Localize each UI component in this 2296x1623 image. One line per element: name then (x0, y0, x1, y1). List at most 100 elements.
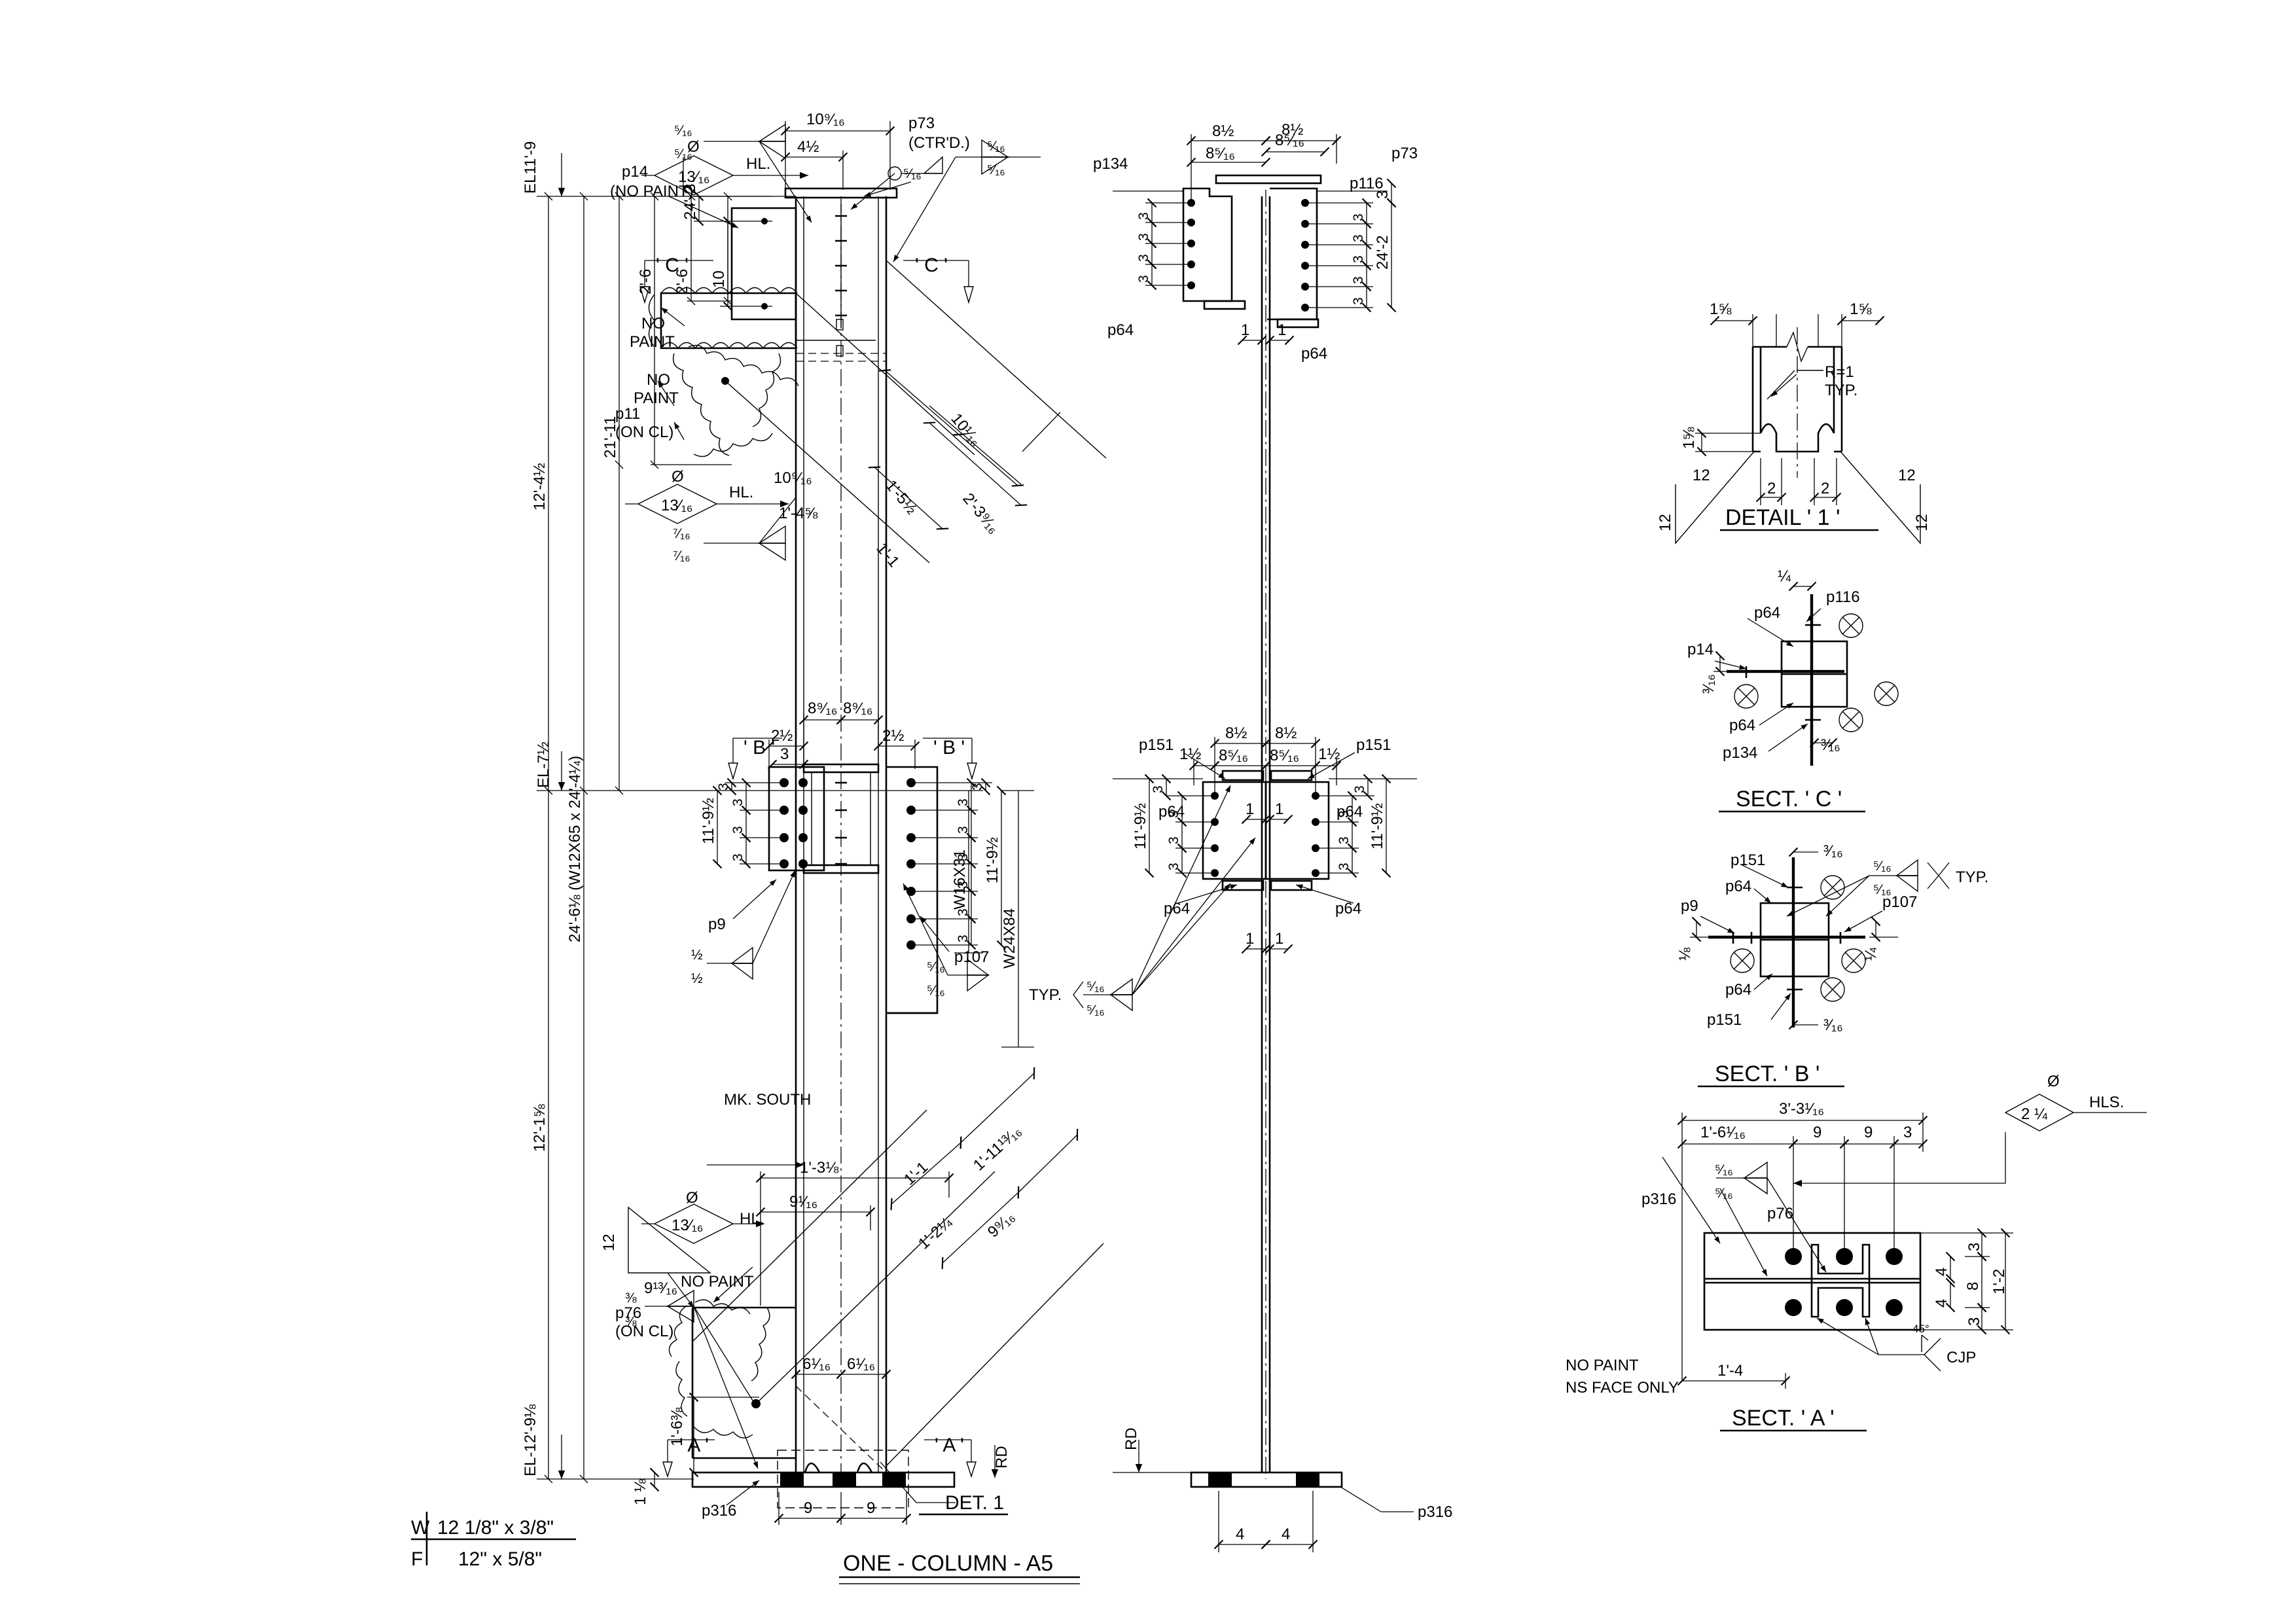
side-mid-p151-l: p151 (1139, 736, 1174, 754)
base-plate-p316 (691, 1450, 956, 1508)
side-dim-4-l: 4 (1236, 1525, 1244, 1543)
d1-slope-12-l-h: 12 (1693, 467, 1710, 484)
detail-1-title: DETAIL ' 1 ' (1725, 505, 1840, 530)
flange-key: F (411, 1548, 423, 1570)
side-mid-3-r0: 3 (1352, 785, 1367, 793)
weld-symbol-3-8 (645, 1289, 759, 1469)
weld-a-bot-size: ⁵⁄₁₆ (674, 147, 692, 162)
sc-part-p64-t: p64 (1754, 604, 1780, 622)
hole-type-mid: HL. (729, 484, 753, 501)
side-mid-3-r2: 3 (1336, 836, 1352, 844)
side-mid-3-l1: 3 (1166, 810, 1181, 818)
brace-plate-p11 (648, 287, 886, 457)
weld-7-16-bot: ⁷⁄₁₆ (673, 548, 691, 563)
dim-3-top: 3 (681, 184, 699, 192)
hole-dia-sym-mid: Ø (672, 468, 684, 486)
main-elevation-view (537, 121, 1107, 1525)
sect-mark-b-right: ' B ' (933, 737, 965, 758)
slope-triangle-bottom (628, 1206, 711, 1274)
side-mid-1-1-2-l: 1½ (1179, 745, 1201, 763)
side-mid-8-1-2-r: 8½ (1275, 724, 1297, 742)
mid-3-r2: 3 (956, 826, 971, 834)
sa-dim-1-6-1-16: 1'-6¹⁄₁₆ (1700, 1124, 1746, 1141)
sc-part-p64-b: p64 (1729, 717, 1755, 734)
part-p76-label: p76 (615, 1304, 641, 1322)
diag-1-1-lower: 1'-1 (901, 1158, 931, 1188)
weld-7-16-top: ⁷⁄₁₆ (673, 526, 691, 541)
elevation-top-label: EL11'-9 (522, 141, 539, 194)
weld-symbol-top-right (893, 139, 1041, 262)
sect-a-dims (1662, 1094, 2147, 1389)
mid-3-l0: 3 (716, 783, 731, 791)
side-base-plate (1113, 1440, 1414, 1552)
side-weld-bot: ⁵⁄₁₆ (1086, 1003, 1105, 1018)
side-dim-24-2: 24'-2 (1374, 235, 1391, 270)
sb-dim-1-8: ⅛ (1676, 947, 1694, 961)
weld-symbol-field (850, 156, 943, 210)
side-mid-p64-tl: p64 (1158, 803, 1185, 821)
sa-hole-dia-sym: Ø (2047, 1073, 2060, 1090)
side-dim-8-5-16-r: 8⁵⁄₁₆ (1275, 132, 1304, 149)
hole-type-top: HL. (746, 155, 770, 173)
mid-3-r4: 3 (956, 881, 971, 889)
sa-dim-3: 3 (1903, 1124, 1912, 1141)
sb-weld-top: ⁵⁄₁₆ (1873, 859, 1892, 874)
mid-3-l1: 3 (730, 798, 745, 806)
weld-3-8-bot: ⅜ (625, 1314, 637, 1329)
part-p9-label: p9 (708, 916, 726, 933)
sa-part-p316: p316 (1641, 1190, 1676, 1208)
weld-1-2-bot: ½ (691, 971, 703, 986)
weld-1-2-top: ½ (691, 948, 703, 963)
weld-symbol-1-2 (707, 870, 796, 980)
mid-elev-right: 11'-9½ (984, 837, 1001, 883)
hole-dia-sym-top: Ø (687, 138, 700, 156)
side-dim-1-r: 1 (1278, 321, 1286, 339)
side-sp-l4: 3 (1136, 275, 1151, 283)
side-mid-1-ll: 1 (1246, 930, 1254, 948)
sect-a-title: SECT. ' A ' (1732, 1406, 1835, 1431)
sa-edge-3-b: 3 (1965, 1317, 1983, 1326)
cap-plate-p73 (784, 187, 898, 199)
sa-edge-4-b: 4 (1933, 1299, 1950, 1308)
side-dim-8-5-16-l: 8⁵⁄₁₆ (1206, 145, 1235, 162)
side-dim-4-r: 4 (1282, 1525, 1290, 1543)
sb-part-p151-b: p151 (1707, 1011, 1742, 1029)
rd-mark-main: RD (993, 1446, 1011, 1469)
weld-b-top-size: ⁵⁄₁₆ (987, 139, 1005, 154)
dim-21-11: 21'-11 (601, 416, 619, 458)
dim-lower-run: 12'-1⅝ (531, 1103, 548, 1152)
d1-dim-2-r: 2 (1821, 480, 1829, 497)
weld-b-bot-size: ⁵⁄₁₆ (987, 162, 1005, 177)
sa-hole-dia: 2 ¼ (2021, 1105, 2048, 1123)
side-sp-r2: 3 (1351, 234, 1366, 242)
mid-dim-2-1-2-r: 2½ (882, 727, 904, 745)
sc-dim-1-4: ¼ (1778, 567, 1791, 585)
side-sp-l1: 3 (1136, 212, 1151, 220)
sect-mark-c-left: ' C ' (656, 255, 689, 276)
sheet-title: ONE - COLUMN - A5 (843, 1551, 1053, 1576)
side-mid-1-ur: 1 (1275, 800, 1283, 818)
mid-3-l2: 3 (730, 826, 745, 834)
weld-5-16-mid-bot: ⁵⁄₁₆ (927, 983, 945, 998)
hole-dia-bot: 13⁄₁₆ (672, 1217, 703, 1234)
part-p316-main: p316 (702, 1502, 736, 1520)
dim-10-top: 10 (710, 270, 728, 288)
d1-dim-1-5-8-l: 1⅝ (1710, 300, 1732, 318)
slope-rise-12: 12 (600, 1234, 618, 1251)
sect-mark-a-left: ' A ' (679, 1435, 709, 1456)
dim-6-1-16-r: 6¹⁄₁₆ (847, 1355, 875, 1373)
weld-symbol-sect-b (1786, 859, 1950, 917)
dim-1-3-1-8: 1'-3⅛ (800, 1159, 839, 1177)
no-paint-bottom: NO PAINT (681, 1273, 754, 1291)
sect-b-title: SECT. ' B ' (1715, 1061, 1820, 1086)
side-mid-3-l2: 3 (1166, 836, 1181, 844)
sc-part-p134: p134 (1723, 744, 1757, 762)
side-part-p134: p134 (1093, 155, 1128, 173)
side-mid-8-5-16-r: 8⁵⁄₁₆ (1270, 747, 1299, 764)
dim-upper-run: 12'-4½ (531, 463, 548, 510)
bolt-group-center (835, 781, 847, 865)
side-mid-8-1-2-l: 8½ (1225, 724, 1247, 742)
sb-part-p64-t: p64 (1725, 878, 1751, 895)
sect-b-bolt-marks (1730, 875, 1866, 1002)
